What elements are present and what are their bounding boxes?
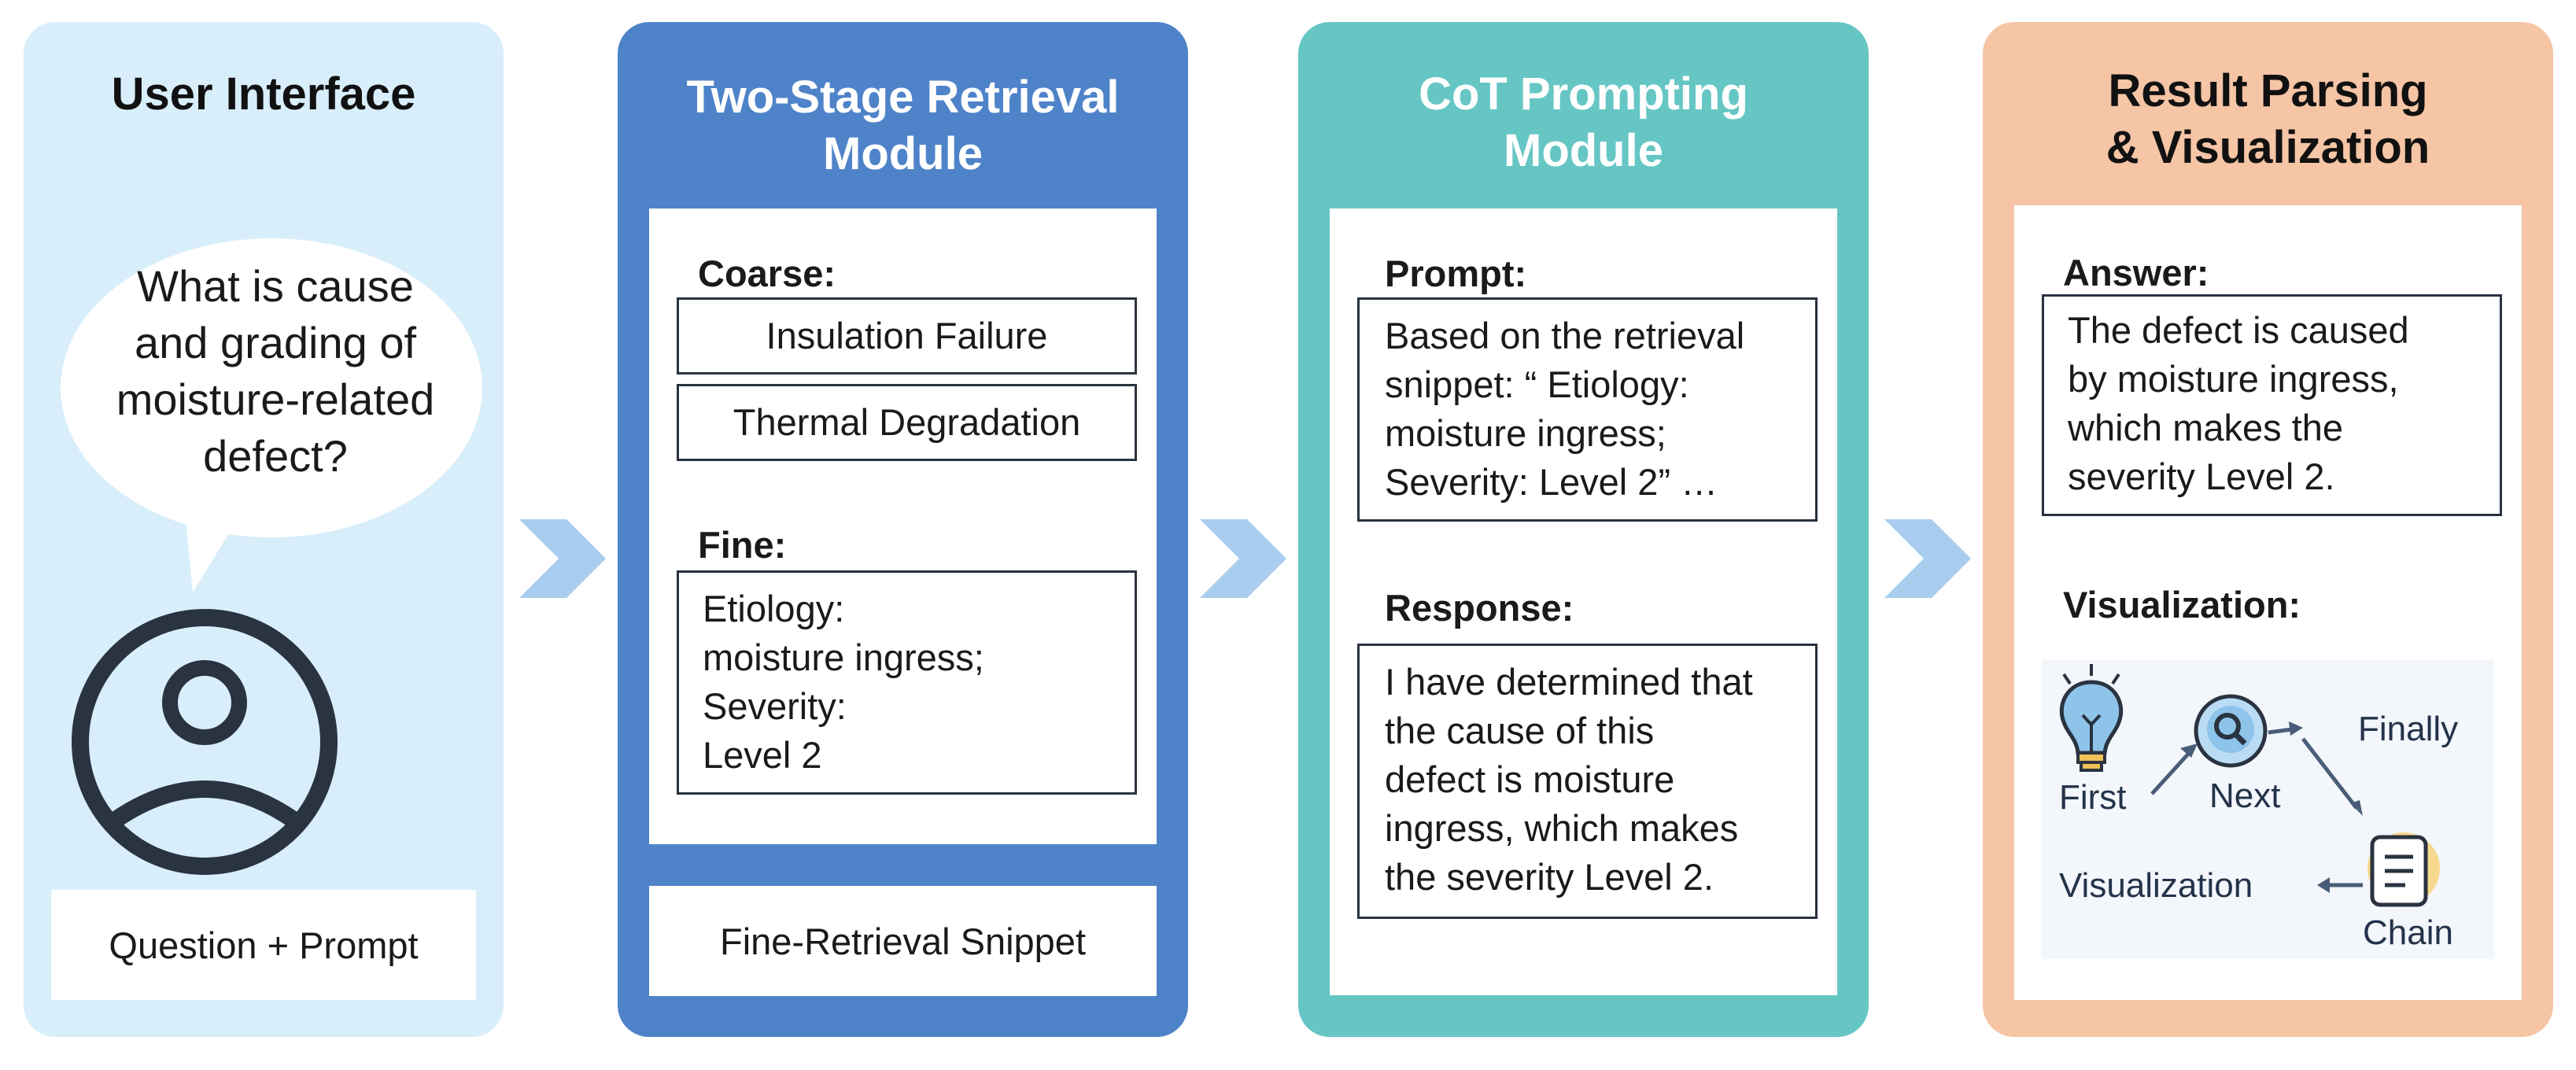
question-text: What is cause and grading of moisture-re… [71,258,480,485]
prompt-label: Prompt: [1385,253,1527,294]
title-line: CoT Prompting [1419,68,1748,120]
prompt-line: Based on the retrieval [1385,315,1745,356]
result-title: Result Parsing & Visualization [1983,63,2553,176]
user-circle-icon [72,609,338,875]
coarse-item: Insulation Failure [677,297,1137,374]
response-label: Response: [1385,587,1574,629]
response-line: the severity Level 2. [1385,856,1714,898]
fine-line: Etiology: [703,588,845,629]
title-line: Module [1504,125,1663,176]
lightbulb-icon [2059,664,2124,772]
document-icon [2367,832,2440,907]
question-line: defect? [203,431,348,481]
fine-line: Level 2 [703,734,822,776]
chevron-right-icon [519,519,606,598]
retrieval-panel: Two-Stage Retrieval Module Coarse: Insul… [618,22,1188,1037]
coarse-label: Coarse: [698,253,836,294]
answer-line: severity Level 2. [2068,456,2335,497]
speech-bubble [61,238,482,592]
viz-chain-label: Chain [2363,913,2453,952]
chevron-right-icon [1884,519,1971,598]
answer-box: The defect is caused by moisture ingress… [2042,294,2502,516]
viz-finally-label: Finally [2358,710,2459,748]
magnifier-icon [2194,694,2268,768]
viz-visualization-label: Visualization [2059,866,2253,905]
question-line: moisture-related [116,374,435,424]
user-interface-title: User Interface [111,68,416,120]
footer-text: Fine-Retrieval Snippet [720,920,1086,962]
coarse-item-text: Insulation Failure [766,315,1048,356]
coarse-item: Thermal Degradation [677,384,1137,461]
retrieval-title: Two-Stage Retrieval Module [618,69,1188,183]
fine-box: Etiology: moisture ingress; Severity: Le… [677,570,1137,795]
title-line: Two-Stage Retrieval [686,72,1120,123]
prompt-line: Severity: Level 2” … [1385,461,1718,503]
prompt-box: Based on the retrieval snippet: “ Etiolo… [1357,297,1818,522]
coarse-item-text: Thermal Degradation [733,401,1081,443]
response-line: ingress, which makes [1385,807,1739,849]
answer-label: Answer: [2063,252,2209,293]
fine-label: Fine: [698,524,787,566]
cot-content: Prompt: Based on the retrieval snippet: … [1330,208,1837,995]
cot-title: CoT Prompting Module [1298,66,1869,179]
cot-panel: CoT Prompting Module Prompt: Based on th… [1298,22,1869,1037]
answer-line: by moisture ingress, [2068,358,2399,400]
response-line: the cause of this [1385,710,1655,751]
retrieval-content: Coarse: Insulation Failure Thermal Degra… [649,208,1157,844]
result-panel: Result Parsing & Visualization Answer: T… [1983,22,2553,1037]
answer-line: The defect is caused [2068,309,2409,351]
viz-first-label: First [2059,778,2127,817]
title-line: Module [823,128,983,179]
result-content: Answer: The defect is caused by moisture… [2014,205,2522,1000]
fine-line: Severity: [703,685,847,727]
prompt-line: snippet: “ Etiology: [1385,363,1689,405]
chain-graphic [2059,664,2440,907]
question-prompt-footer: Question + Prompt [51,890,476,1000]
answer-line: which makes the [2068,407,2344,448]
question-line: What is cause [137,261,414,311]
fine-line: moisture ingress; [703,636,984,678]
response-line: I have determined that [1385,661,1753,703]
response-line: defect is moisture [1385,758,1675,800]
visualization-label: Visualization: [2063,584,2301,625]
chevron-right-icon [1200,519,1286,598]
question-line: and grading of [134,318,417,367]
fine-retrieval-footer: Fine-Retrieval Snippet [649,886,1157,996]
user-interface-panel: User Interface What is cause and grading… [24,22,504,1037]
visualization-chain: First Next Finally Chain Visualization [2042,660,2494,959]
viz-next-label: Next [2209,777,2281,815]
prompt-line: moisture ingress; [1385,412,1666,454]
title-line: & Visualization [2105,122,2430,173]
response-box: I have determined that the cause of this… [1357,644,1818,919]
title-line: Result Parsing [2108,65,2428,116]
footer-text: Question + Prompt [109,924,419,966]
